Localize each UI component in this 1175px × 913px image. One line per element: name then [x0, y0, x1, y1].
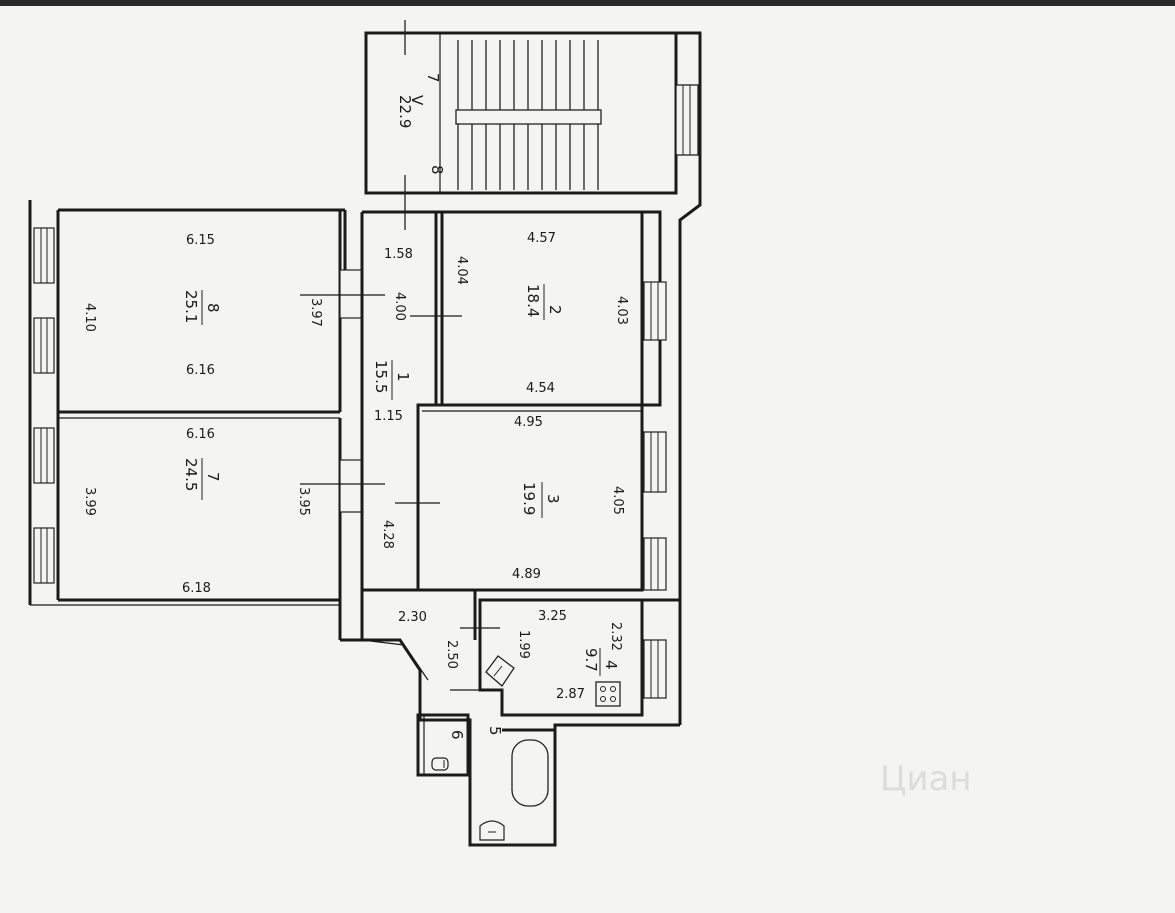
room-2-dim-bottom: 4.54 [526, 381, 555, 396]
stair-door-left-label: 7 [424, 73, 442, 83]
room-2-dim-right: 4.03 [614, 296, 629, 325]
room-4-dim-right: 2.32 [608, 622, 623, 651]
room-8-area: 25.1 [182, 290, 200, 323]
room-2-dim-top: 4.57 [527, 231, 556, 246]
room-5-dim-top: 2.30 [398, 610, 427, 625]
room-4-dim-top: 3.25 [538, 609, 567, 624]
room-5-dim-side: 2.50 [444, 640, 459, 669]
scan-edge [0, 0, 1175, 6]
room-6-number: 6 [448, 730, 466, 740]
room-7-dim-right: 3.95 [296, 487, 311, 516]
room-4-area: 9.7 [582, 648, 600, 672]
stair-area: 22.9 [396, 95, 414, 128]
room-4-number: 4 [602, 660, 620, 670]
room-4-dim-bottom: 2.87 [556, 687, 585, 702]
watermark: Циан [880, 759, 972, 799]
room-7-area: 24.5 [182, 458, 200, 491]
room-3-number: 3 [544, 494, 562, 504]
bathtub-icon [511, 739, 549, 807]
room-7-dim-left: 3.99 [82, 487, 97, 516]
room-4-kitchen: 3.25 2.32 1.99 2.87 4 9.7 [478, 598, 680, 727]
room-7: 6.16 3.99 3.95 6.18 7 24.5 [82, 418, 385, 640]
toilet-icon [431, 757, 449, 771]
room-2-dim-left: 4.04 [454, 256, 469, 285]
room-2-number: 2 [546, 305, 564, 315]
room-6-wc: 6 [416, 713, 470, 777]
room-8-dim-top: 6.15 [186, 233, 215, 248]
room-3-dim-top: 4.95 [514, 415, 543, 430]
stair-number: V [408, 95, 426, 106]
sink-icon [485, 655, 515, 687]
washbasin-icon [479, 820, 505, 841]
room-1-corridor: 1.58 4.00 1 15.5 1.15 4.28 [360, 212, 462, 640]
stair-door-right-label: 8 [428, 165, 446, 175]
room-7-dim-bottom: 6.18 [182, 581, 211, 596]
room-1-dim-top: 1.58 [384, 247, 413, 262]
room-7-number: 7 [204, 472, 222, 482]
room-2-area: 18.4 [524, 284, 542, 317]
room-7-dim-top: 6.16 [186, 427, 215, 442]
room-3-dim-bottom: 4.89 [512, 567, 541, 582]
room-8-dim-bottom: 6.16 [186, 363, 215, 378]
bathroom [468, 720, 680, 847]
room-3-area: 19.9 [520, 482, 538, 515]
room-8-dim-left: 4.10 [82, 303, 97, 332]
room-3: 4.95 4.05 4.89 3 19.9 [416, 403, 667, 592]
outer-walls [28, 200, 660, 606]
room-1-dim-bottom: 4.28 [380, 520, 395, 549]
stove-icon [595, 681, 621, 707]
room-1-number: 1 [394, 372, 412, 382]
room-3-dim-right: 4.05 [610, 486, 625, 515]
room-1-dim-width: 4.00 [392, 292, 407, 321]
staircase: 7 V 22.9 8 [364, 20, 702, 725]
room-5-number: 5 [486, 726, 504, 736]
room-1-dim-mid: 1.15 [374, 409, 403, 424]
room-8-dim-right: 3.97 [308, 298, 323, 327]
room-1-area: 15.5 [372, 360, 390, 393]
room-4-dim-left: 1.99 [516, 630, 531, 659]
room-8-number: 8 [204, 303, 222, 313]
